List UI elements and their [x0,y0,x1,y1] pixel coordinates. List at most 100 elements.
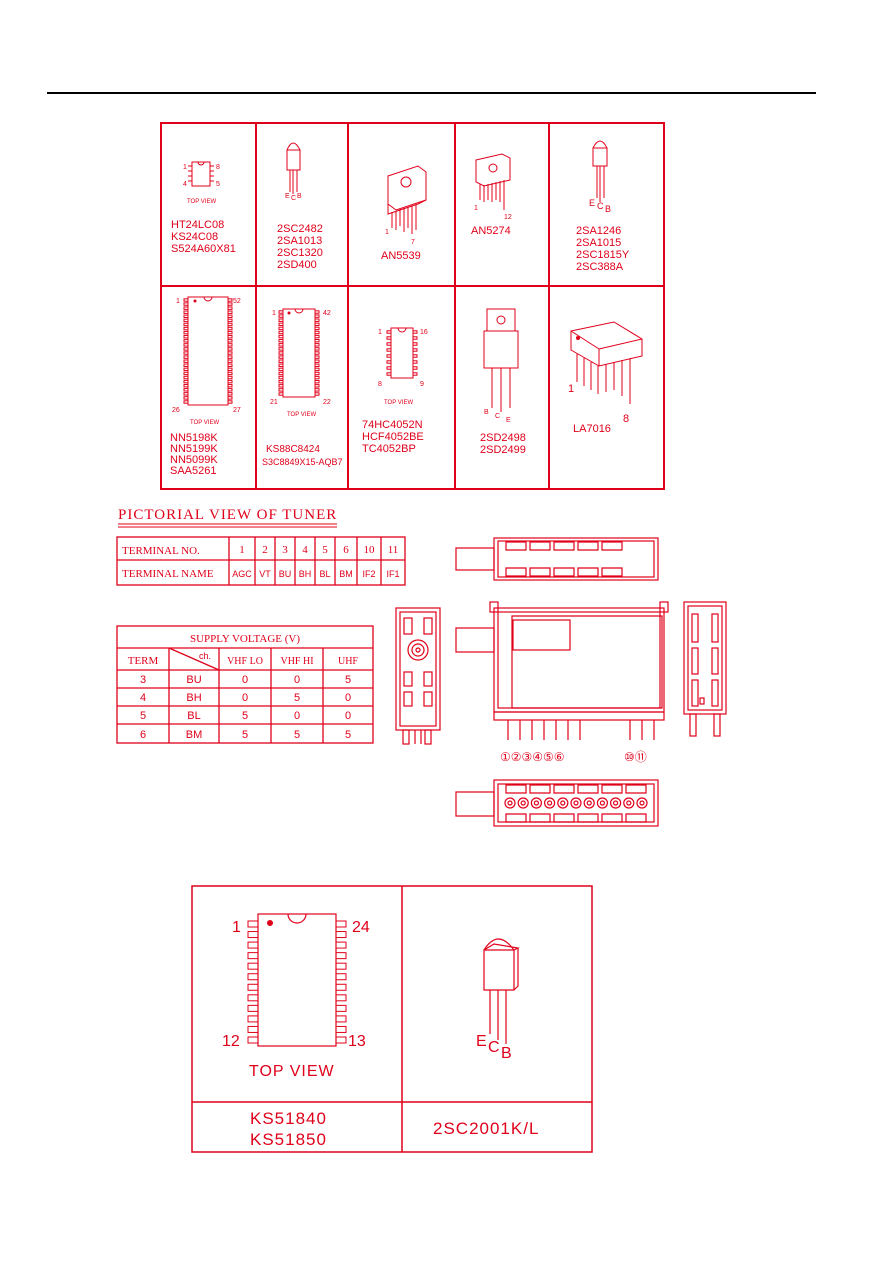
part-number: 2SC388A [576,261,624,273]
voltage-cell: 5 [294,692,300,704]
pin-label: E [589,198,595,208]
transistor-to92-icon [483,938,520,1044]
pin-label: 1 [385,229,389,236]
voltage-cell: 3 [140,674,146,686]
tuner-side-view-icon [395,607,441,745]
part-number: NN5199K [170,443,218,455]
voltage-cell: 0 [294,710,300,722]
voltage-cell: 5 [345,729,351,741]
terminal-name: BL [319,569,330,579]
pin-label: 24 [352,919,370,936]
part-number: 74HC4052N [362,419,423,431]
col-term: TERM [128,655,159,667]
pin-markers: ⑩⑪ [624,750,647,764]
part-number: AN5539 [381,250,421,262]
chip-8pin-icon [188,161,214,187]
pin-label: 1 [568,383,574,395]
terminal-name: VT [259,569,271,579]
pin-label: 26 [172,407,180,414]
voltage-cell: 5 [242,729,248,741]
part-number: S3C8849X15-AQB7 [262,457,343,467]
header-rule [47,92,816,94]
part-number: 2SD2499 [480,444,526,456]
voltage-cell: 5 [242,710,248,722]
part-number: 2SA1246 [576,225,621,237]
transistor-to220-icon [483,308,519,412]
part-number: 2SC2482 [277,223,323,235]
part-number: KS51850 [250,1130,327,1149]
part-number: 2SC1320 [277,247,323,259]
pin-label: 1 [183,164,187,171]
part-number: TC4052BP [362,443,416,455]
voltage-cell: BL [187,710,200,722]
chip-42pin-icon [278,308,320,398]
pin-label: 4 [183,181,187,188]
part-number: 2SD2498 [480,432,526,444]
bottom-table [191,885,593,1153]
part-number: AN5274 [471,225,511,237]
pin-label: 8 [378,381,382,388]
part-number: SAA5261 [170,465,216,477]
terminal-name: BM [339,569,353,579]
component-grid [160,122,665,490]
pin-markers: ①②③④⑤⑥ [500,750,565,764]
pin-label: 27 [233,407,241,414]
terminal-name: IF2 [362,569,375,579]
terminal-name: BU [279,569,292,579]
part-number: 2SC2001K/L [433,1119,539,1138]
view-label: TOP VIEW [287,412,316,418]
pin-label: C [291,195,296,202]
part-number: KS24C08 [171,231,218,243]
terminal-number: 2 [262,544,268,556]
part-number: NN5099K [170,454,218,466]
view-label: TOP VIEW [384,400,413,406]
pin-label: 22 [323,399,331,406]
part-number: HCF4052BE [362,431,424,443]
part-number: S524A60X81 [171,243,236,255]
voltage-cell: 0 [242,674,248,686]
pin-label: 12 [222,1033,240,1050]
power-ic-sip-icon [475,153,511,210]
supply-voltage-table [116,625,374,744]
ic-sip8-icon [570,321,643,404]
tuner-bottom-view-icon [455,779,659,827]
pin-label: 8 [216,164,220,171]
part-number: NN5198K [170,432,218,444]
part-number: KS88C8424 [266,444,320,455]
col-header: VHF HI [280,656,313,667]
pin-label: B [297,193,302,200]
voltage-cell: BH [186,692,201,704]
voltage-cell: 4 [140,692,146,704]
pin-label: 5 [216,181,220,188]
terminal-no-label: TERMINAL NO. [122,545,200,557]
voltage-cell: BM [186,729,203,741]
terminal-number: 4 [302,544,308,556]
pin-label: C [488,1039,500,1056]
chip-24pin-icon [247,913,347,1047]
part-number: 2SA1013 [277,235,322,247]
pin-label: 7 [411,239,415,246]
pin-label: E [476,1033,487,1050]
transistor-to92-icon [592,140,608,202]
view-label: TOP VIEW [249,1063,335,1080]
part-number: KS51840 [250,1109,327,1128]
pin-label: E [506,417,511,424]
pin-label: 21 [270,399,278,406]
section-title: PICTORIAL VIEW OF TUNER [118,507,337,523]
tuner-front-view-icon [455,601,669,740]
tuner-top-view-icon [455,537,659,581]
pin-label: 1 [272,310,276,317]
terminal-name-label: TERMINAL NAME [122,568,214,580]
part-number: 2SC1815Y [576,249,630,261]
pin-label: 13 [348,1033,366,1050]
tuner-end-view-icon [683,601,727,737]
pin-label: 16 [420,329,428,336]
pin-label: 8 [623,413,629,425]
chip-16pin-icon [386,327,418,379]
part-number: 2SD400 [277,259,317,271]
terminal-number: 1 [239,544,245,556]
terminal-name: AGC [232,569,252,579]
transistor-to92-icon [286,142,301,194]
view-label: TOP VIEW [187,199,216,205]
